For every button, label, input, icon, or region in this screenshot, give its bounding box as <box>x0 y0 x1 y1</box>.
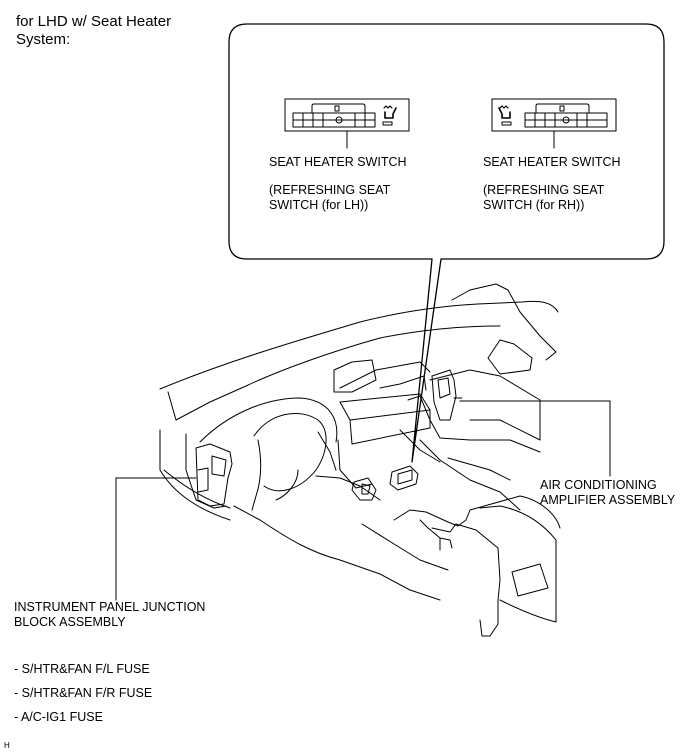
figure-tag: H <box>4 741 10 750</box>
fuse-list: - S/HTR&FAN F/L FUSE - S/HTR&FAN F/R FUS… <box>14 657 152 729</box>
callout-bubble <box>228 23 665 463</box>
dashboard-outline <box>159 283 561 637</box>
title-line-1: for LHD w/ Seat Heater <box>16 13 172 30</box>
switch-rh-sub-2: SWITCH (for RH)) <box>483 198 585 212</box>
switch-rh-sub-1: (REFRESHING SEAT <box>483 183 605 197</box>
leader-junction-block <box>115 477 197 601</box>
seat-heater-switch-rh-graphic <box>491 98 617 149</box>
console-switch-parts <box>351 465 419 501</box>
ac-amplifier-graphic <box>431 369 463 421</box>
seat-heater-switch-lh-graphic <box>284 98 410 149</box>
junction-block-label-1: INSTRUMENT PANEL JUNCTION <box>14 600 206 614</box>
switch-lh-sub-1: (REFRESHING SEAT <box>269 183 391 197</box>
page-title: for LHD w/ Seat Heater System: <box>16 13 171 49</box>
leader-ac-amplifier <box>459 400 611 477</box>
list-item: - A/C-IG1 FUSE <box>14 710 103 724</box>
switch-rh-label: SEAT HEATER SWITCH <box>483 155 621 169</box>
ac-amplifier-label-2: AMPLIFIER ASSEMBLY <box>540 493 676 507</box>
switch-lh-label: SEAT HEATER SWITCH <box>269 155 407 169</box>
ac-amplifier-label-1: AIR CONDITIONING <box>540 478 657 492</box>
switch-lh-sub-2: SWITCH (for LH)) <box>269 198 369 212</box>
junction-block-graphic <box>195 443 233 507</box>
title-line-2: System: <box>16 31 71 48</box>
list-item: - S/HTR&FAN F/R FUSE <box>14 686 153 700</box>
list-item: - S/HTR&FAN F/L FUSE <box>14 662 150 676</box>
junction-block-label-2: BLOCK ASSEMBLY <box>14 615 126 629</box>
